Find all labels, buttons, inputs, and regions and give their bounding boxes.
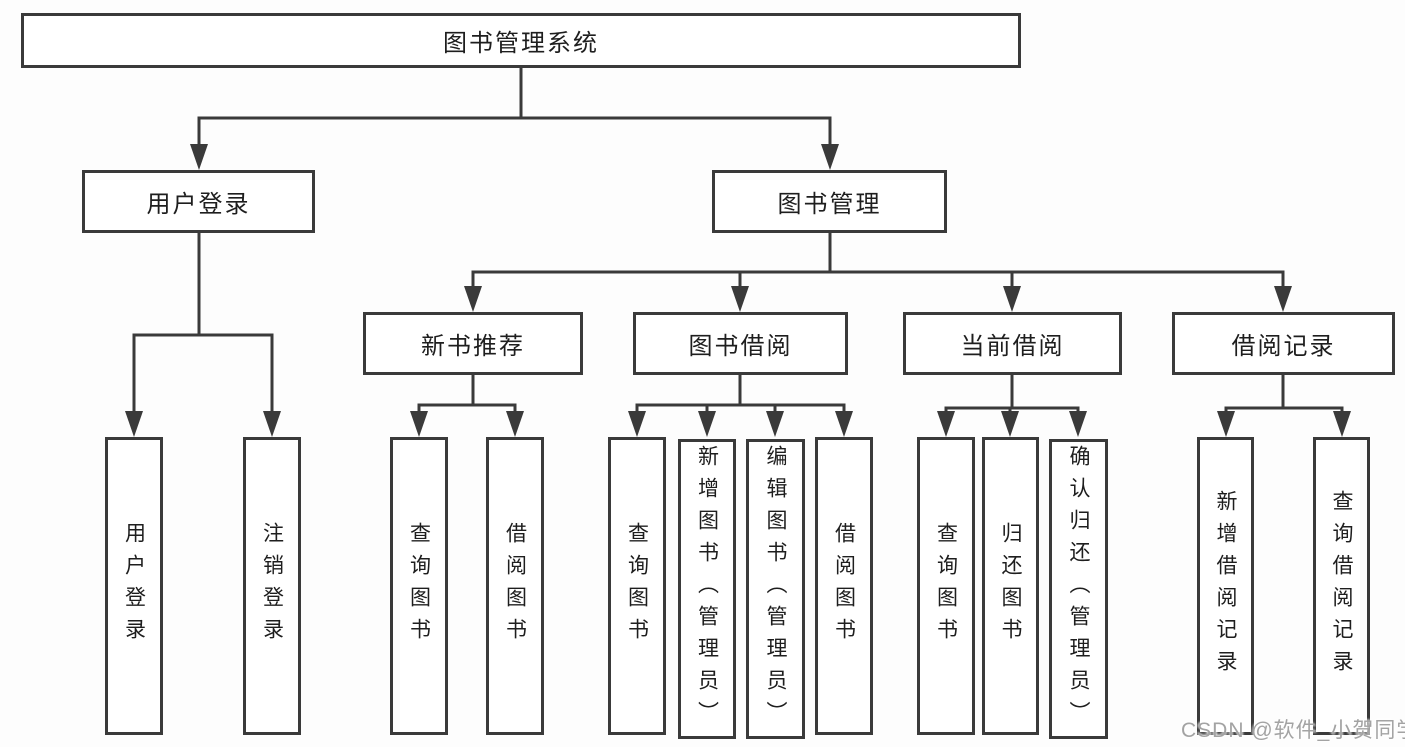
leaf-query-books-current: 查询图书 <box>917 437 975 735</box>
node-book-borrowing: 图书借阅 <box>633 312 848 375</box>
leaf-add-books-admin: 新增图书（管理员） <box>678 439 736 739</box>
node-book-management-system: 图书管理系统 <box>21 13 1021 68</box>
leaf-query-books-borrowing: 查询图书 <box>608 437 666 735</box>
leaf-add-borrow-record: 新增借阅记录 <box>1197 437 1254 735</box>
csdn-watermark: CSDN @软件_小贺同学 <box>1181 719 1405 742</box>
leaf-edit-books-admin: 编辑图书（管理员） <box>746 439 805 739</box>
leaf-borrow-books-recommend: 借阅图书 <box>486 437 544 735</box>
node-borrowing-records: 借阅记录 <box>1172 312 1395 375</box>
node-user-login: 用户登录 <box>82 170 315 233</box>
leaf-return-books: 归还图书 <box>982 437 1039 735</box>
leaf-query-borrow-record: 查询借阅记录 <box>1313 437 1370 735</box>
leaf-query-books-recommend: 查询图书 <box>390 437 448 735</box>
node-new-book-recommend: 新书推荐 <box>363 312 583 375</box>
leaf-user-login: 用户登录 <box>105 437 163 735</box>
leaf-logout: 注销登录 <box>243 437 301 735</box>
node-current-borrowing: 当前借阅 <box>903 312 1122 375</box>
leaf-borrow-books: 借阅图书 <box>815 437 873 735</box>
node-book-management: 图书管理 <box>712 170 947 233</box>
leaf-confirm-return-admin: 确认归还（管理员） <box>1049 439 1108 739</box>
